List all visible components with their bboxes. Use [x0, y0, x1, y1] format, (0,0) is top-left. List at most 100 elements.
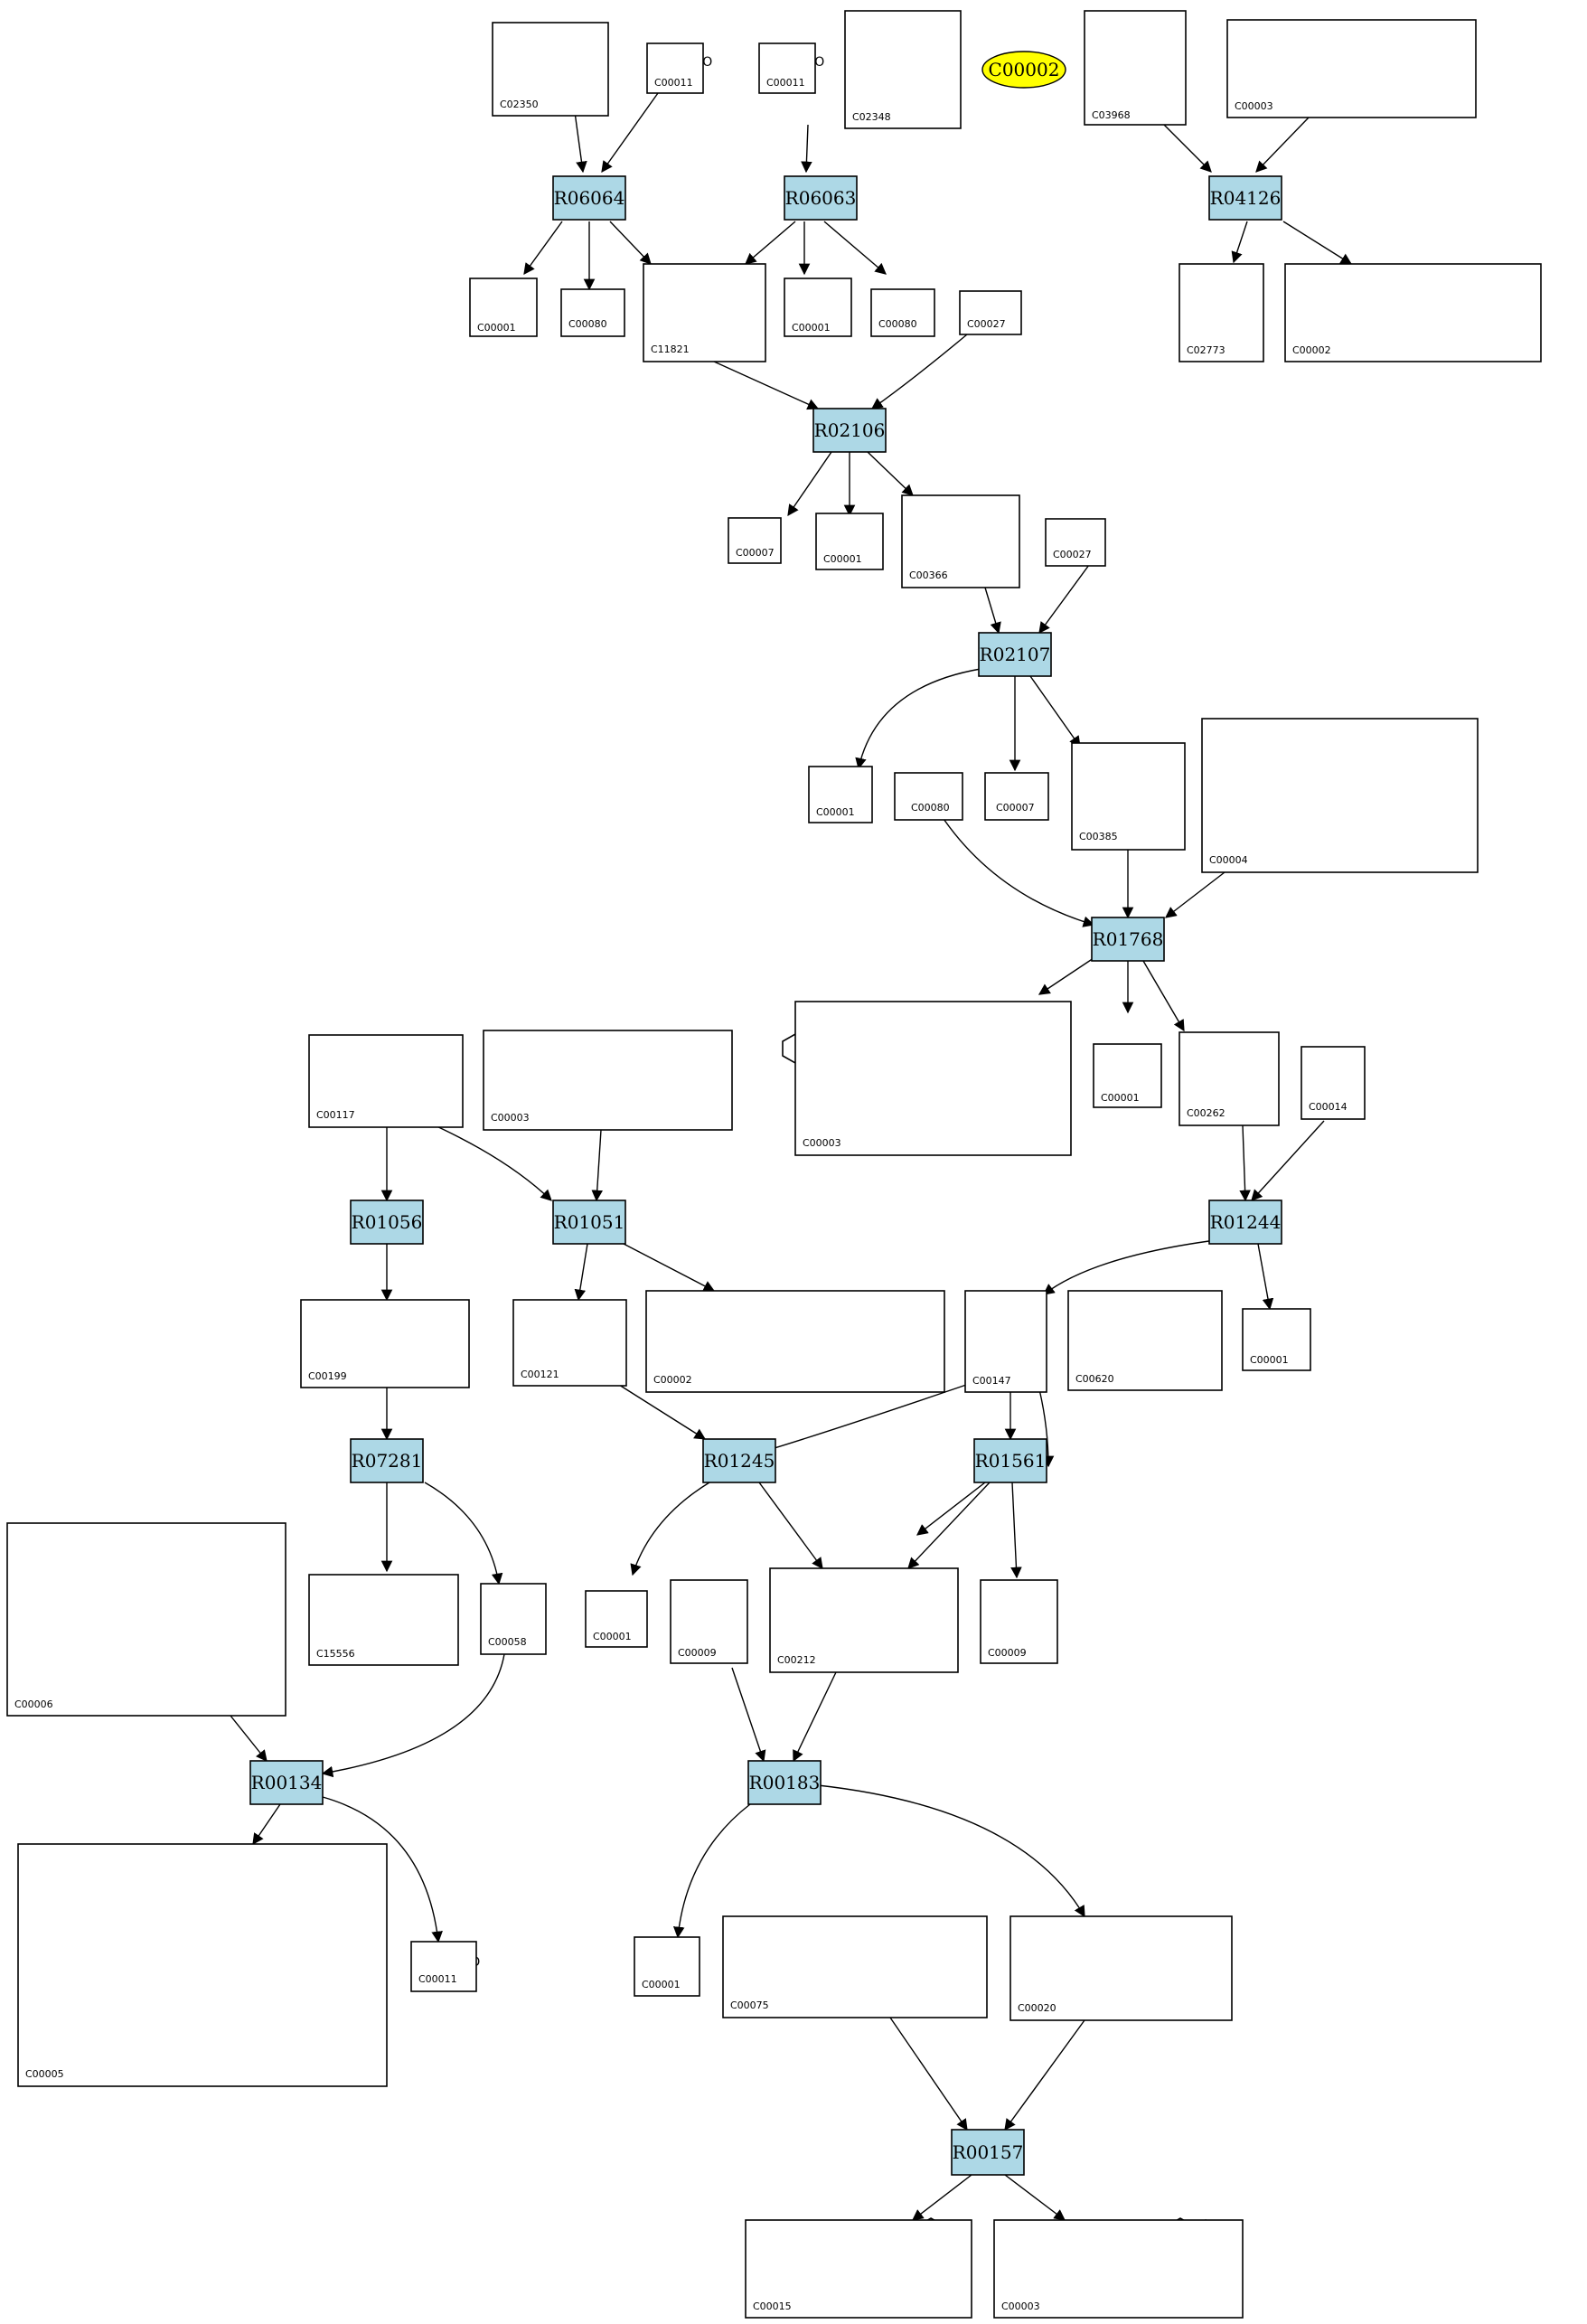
reaction-r01768[interactable]: R01768	[1091, 917, 1165, 962]
compound-c00366[interactable]: C00366	[901, 494, 1020, 588]
edge	[252, 1803, 281, 1846]
compound-c00199[interactable]: C00199	[300, 1299, 470, 1388]
compound-c00117[interactable]: C00117	[308, 1034, 464, 1128]
compound-c00262[interactable]: C00262	[1179, 1031, 1280, 1126]
reaction-r00134[interactable]: R00134	[249, 1760, 324, 1805]
reaction-id: R07281	[352, 1450, 423, 1472]
compound-c00001d[interactable]: C00001	[808, 766, 873, 823]
compound-c00014[interactable]: C00014	[1301, 1046, 1366, 1120]
reaction-r00157[interactable]: R00157	[951, 2129, 1025, 2176]
compound-c00011b[interactable]: C00011	[758, 42, 816, 94]
reaction-id: R01244	[1210, 1211, 1282, 1233]
compound-c00080c[interactable]: C00080	[894, 772, 963, 821]
compound-c02773[interactable]: C02773	[1179, 263, 1264, 362]
compound-c00015[interactable]: C00015	[745, 2219, 972, 2319]
reaction-r07281[interactable]: R07281	[350, 1438, 424, 1483]
compound-c00001g[interactable]: C00001	[585, 1590, 648, 1648]
reaction-r01051[interactable]: R01051	[552, 1200, 626, 1245]
compound-c00075[interactable]: C00075	[722, 1915, 988, 2018]
reaction-id: R01768	[1093, 928, 1164, 950]
edge	[916, 1482, 986, 1536]
edge	[230, 1715, 268, 1762]
edge	[1239, 1124, 1251, 1202]
reaction-r00183[interactable]: R00183	[747, 1760, 822, 1805]
compound-c00212[interactable]: C00212	[769, 1567, 959, 1673]
reaction-r01245[interactable]: R01245	[702, 1438, 776, 1483]
compound-c00001a[interactable]: C00001	[469, 278, 538, 337]
compound-c00027a[interactable]: C00027	[959, 290, 1022, 335]
edge	[713, 361, 820, 410]
reaction-id: R06063	[785, 187, 857, 209]
compound-c02350[interactable]: C02350	[492, 22, 609, 117]
compound-c00001c[interactable]: C00001	[815, 513, 884, 570]
edge	[1251, 1120, 1325, 1201]
compound-c00002a[interactable]: C00002	[1284, 263, 1542, 362]
compound-id: C00262	[1187, 1107, 1225, 1119]
compound-c03968[interactable]: C03968	[1084, 10, 1187, 126]
reaction-r02107[interactable]: R02107	[978, 632, 1052, 677]
reaction-r01056[interactable]: R01056	[350, 1200, 424, 1245]
edge	[1255, 117, 1310, 173]
reaction-id: R00183	[749, 1772, 821, 1793]
compound-id: C00007	[996, 802, 1035, 814]
compound-id: C00007	[736, 547, 775, 559]
compound-id: C00003	[1235, 100, 1273, 112]
reaction-nodes: R06064 R06063 R04126 R02106 R02107 R0176…	[249, 175, 1282, 2176]
compound-c00080b[interactable]: C00080	[870, 288, 935, 337]
compound-c00006[interactable]: C00006	[6, 1522, 286, 1717]
compound-c02348[interactable]: C02348	[844, 10, 962, 129]
compound-c00003a[interactable]: C00003	[1226, 19, 1477, 118]
compound-c00001b[interactable]: C00001	[784, 278, 852, 337]
reaction-id: R04126	[1210, 187, 1282, 209]
compound-id: C00005	[25, 2068, 64, 2080]
compound-c00007b[interactable]: C00007	[984, 772, 1049, 821]
edge	[889, 2017, 968, 2131]
compound-c00003d[interactable]: C00003	[993, 2219, 1244, 2319]
reaction-r04126[interactable]: R04126	[1208, 175, 1282, 221]
compound-c00001f[interactable]: C00001	[1242, 1308, 1311, 1371]
edge	[817, 1784, 1085, 1918]
edge	[731, 1667, 766, 1763]
compound-c00005[interactable]: C00005	[17, 1843, 388, 2087]
compound-c11821[interactable]: C11821	[643, 263, 766, 362]
reaction-id: R02107	[980, 644, 1051, 665]
compound-c00011c[interactable]: C00011	[410, 1941, 477, 1992]
compound-c00003c[interactable]: C00003	[794, 1001, 1072, 1156]
reaction-r01244[interactable]: R01244	[1208, 1200, 1282, 1245]
compound-c00121[interactable]: C00121	[512, 1299, 627, 1387]
compound-id: C00001	[477, 322, 516, 334]
compound-c00009a[interactable]: C00009	[670, 1579, 748, 1664]
reaction-r02106[interactable]: R02106	[812, 408, 887, 453]
reaction-id: R06064	[554, 187, 625, 209]
compound-c00002b[interactable]: C00002	[645, 1290, 945, 1393]
highlighted-compound-c00002[interactable]: C00002	[981, 51, 1066, 89]
compound-c00620[interactable]: C00620	[1067, 1290, 1223, 1391]
edge	[601, 92, 659, 174]
compound-c00001e[interactable]: C00001	[1093, 1043, 1162, 1108]
edge	[630, 1482, 710, 1576]
compound-c00011a[interactable]: C00011	[646, 42, 704, 94]
reaction-r01561[interactable]: R01561	[973, 1438, 1047, 1483]
edge	[618, 1384, 707, 1440]
compound-c00080a[interactable]: C00080	[560, 288, 625, 337]
compound-c00058[interactable]: C00058	[480, 1583, 547, 1655]
compound-c00147[interactable]: C00147	[964, 1290, 1047, 1393]
compound-id: C00075	[730, 1999, 769, 2011]
compound-id: C00058	[488, 1636, 527, 1648]
reaction-id: R01056	[352, 1211, 423, 1233]
compound-id: C00147	[972, 1375, 1011, 1387]
compound-id: C00009	[678, 1647, 717, 1659]
compound-c00385[interactable]: C00385	[1071, 742, 1186, 851]
reaction-r06064[interactable]: R06064	[552, 175, 626, 221]
compound-c00020[interactable]: C00020	[1009, 1915, 1233, 2021]
reaction-r06063[interactable]: R06063	[784, 175, 858, 221]
compound-c00027b[interactable]: C00027	[1045, 518, 1106, 567]
compound-c00001h[interactable]: C00001	[634, 1936, 700, 1997]
compound-c15556[interactable]: C15556	[308, 1574, 459, 1666]
compound-c00003b[interactable]: C00003	[483, 1030, 733, 1131]
compound-id: C02348	[852, 111, 891, 123]
edge	[1029, 675, 1081, 748]
compound-c00009b[interactable]: C00009	[980, 1579, 1058, 1664]
compound-c00007a[interactable]: C00007	[728, 517, 782, 564]
compound-c00004[interactable]: C00004	[1201, 718, 1479, 873]
